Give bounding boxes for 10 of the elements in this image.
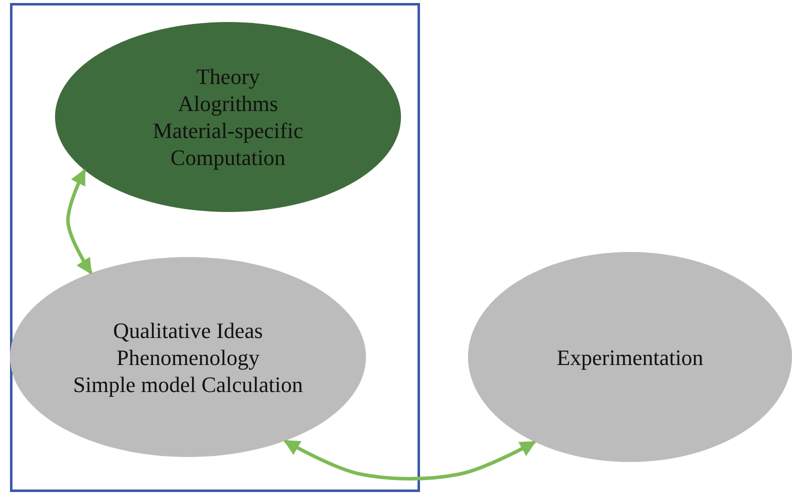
- node-text-line: Theory: [196, 63, 260, 90]
- double-arrow: [284, 439, 536, 480]
- node-text-line: Computation: [170, 144, 286, 171]
- node-text-line: Alogrithms: [178, 90, 278, 117]
- node-text-line: Phenomenology: [116, 344, 260, 370]
- node-text-line: Simple model Calculation: [73, 370, 303, 398]
- node-text-line: Material-specific: [152, 117, 304, 144]
- double-arrow: [66, 168, 93, 274]
- node-text-line: Experimentation: [556, 344, 704, 370]
- node-text-line: Qualitative Ideas: [113, 316, 263, 344]
